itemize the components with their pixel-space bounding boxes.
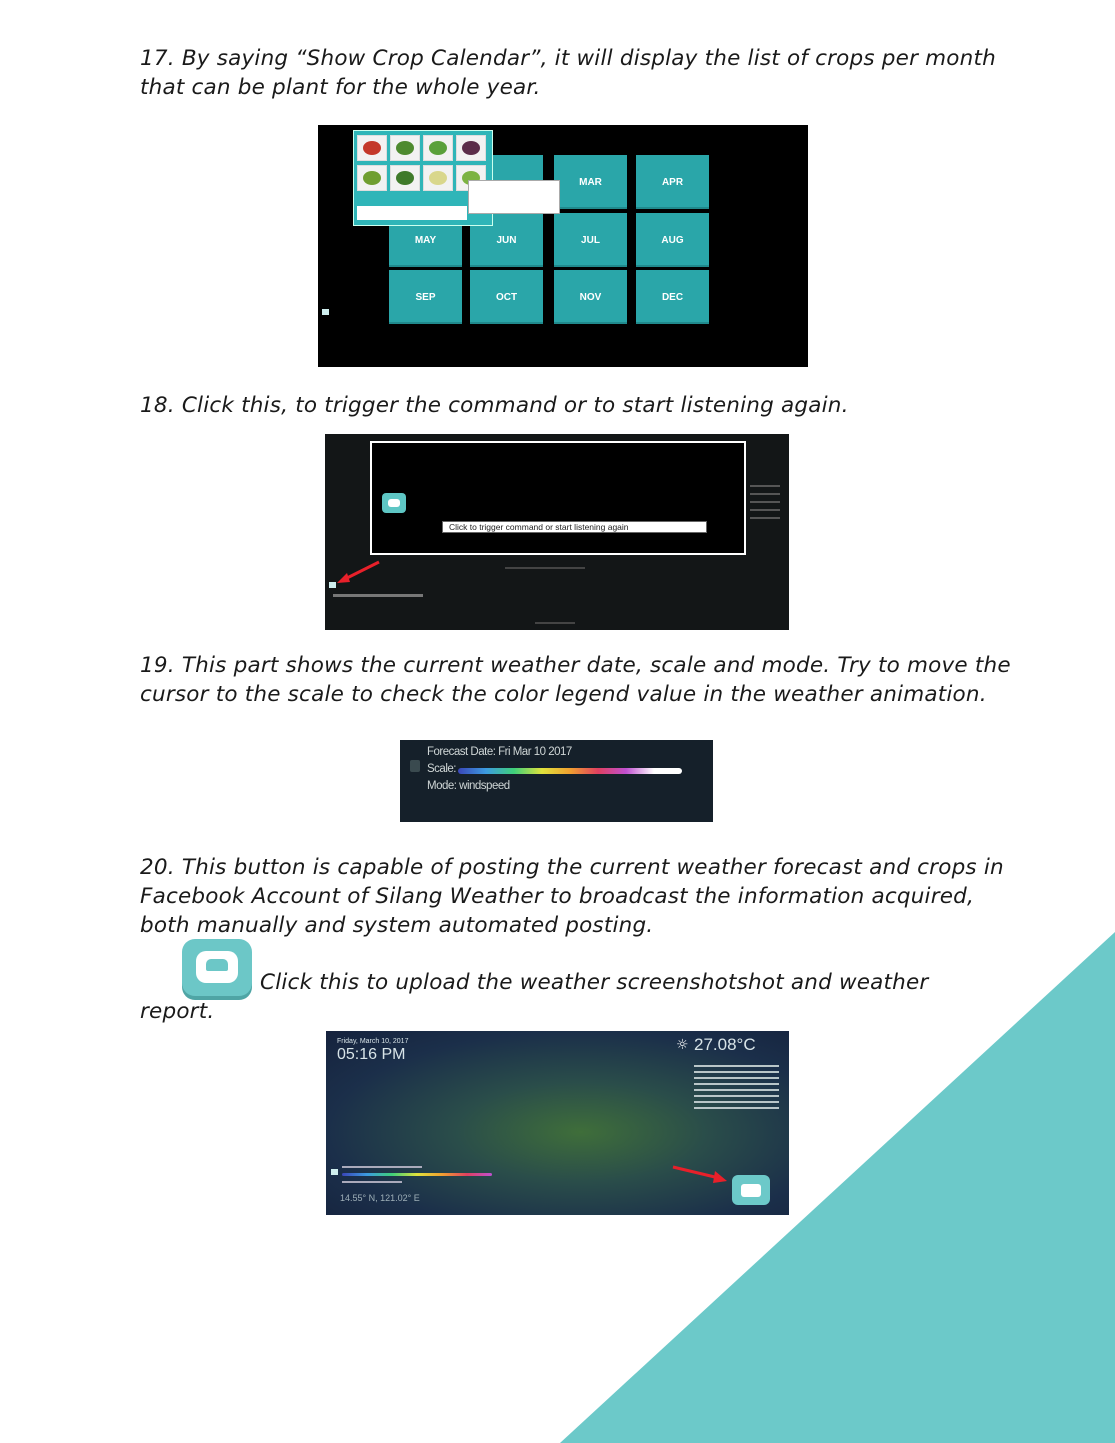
forecast-list [694,1061,779,1113]
bean-icon [390,135,420,161]
listen-button-small[interactable] [331,1169,338,1175]
step-17-text: 17. By saying “Show Crop Calendar”, it w… [140,46,996,100]
red-arrow-icon [672,1165,727,1183]
month-tile-mar: MAR [554,155,627,209]
crop-info-tooltip [468,180,560,214]
step-20-text: 20. This button is capable of posting th… [140,855,1004,938]
squash-icon [423,165,453,191]
eggplant-icon [456,135,486,161]
copyright-text [535,622,575,624]
map-mode-text [342,1181,402,1183]
map-temperature-text: 27.08°C [694,1035,756,1054]
red-arrow-icon [337,560,380,583]
forecast-date-text: Forecast Date: Fri Mar 10 2017 [427,746,572,758]
weather-map-screenshot: Friday, March 10, 2017 05:16 PM ☼ 27.08°… [326,1031,789,1215]
month-tile-aug: AUG [636,213,709,267]
crop-calendar-screenshot: MAR APR MAY JUN JUL AUG SEP OCT NOV DEC [318,125,808,367]
color-scale-bar[interactable] [458,768,682,774]
legend-toggle-icon [410,760,420,772]
scale-label: Scale: [427,763,456,775]
crop-search-input [357,206,467,220]
map-coords-text: 14.55° N, 121.02° E [340,1193,420,1203]
month-tile-oct: OCT [470,270,543,324]
map-forecast-date [342,1166,422,1168]
month-tile-dec: DEC [636,270,709,324]
hint-text [505,567,585,569]
leafy-vegetable-icon [423,135,453,161]
map-scale-bar[interactable] [342,1173,492,1176]
step-19-text: 19. This part shows the current weather … [140,653,1011,707]
map-time-text: 05:16 PM [337,1046,406,1063]
month-tile-apr: APR [636,155,709,209]
bg-forecast-list [750,479,780,529]
step-18-text: 18. Click this, to trigger the command o… [140,393,849,418]
listen-button-small [322,309,329,315]
listen-button-small[interactable] [329,582,336,588]
listening-screenshot: Click to trigger command or start listen… [325,434,789,630]
trigger-tooltip: Click to trigger command or start listen… [442,521,707,533]
month-tile-sep: SEP [389,270,462,324]
listening-panel: Click to trigger command or start listen… [370,441,746,555]
weather-legend-screenshot: Forecast Date: Fri Mar 10 2017 Scale: Mo… [400,740,713,822]
map-date-text: Friday, March 10, 2017 [337,1038,409,1045]
upload-weather-button[interactable] [732,1175,770,1205]
cucumber-icon [357,165,387,191]
mode-text: Mode: windspeed [427,780,510,792]
sun-icon: ☼ [676,1037,689,1053]
trigger-listen-button[interactable] [382,493,406,513]
tomato-icon [357,135,387,161]
month-tile-nov: NOV [554,270,627,324]
status-bar [333,594,423,597]
month-tile-jul: JUL [554,213,627,267]
broccoli-icon [390,165,420,191]
upload-button-icon [182,939,252,996]
step-20-upload-text: Click this to upload the weather screens… [140,970,929,1024]
